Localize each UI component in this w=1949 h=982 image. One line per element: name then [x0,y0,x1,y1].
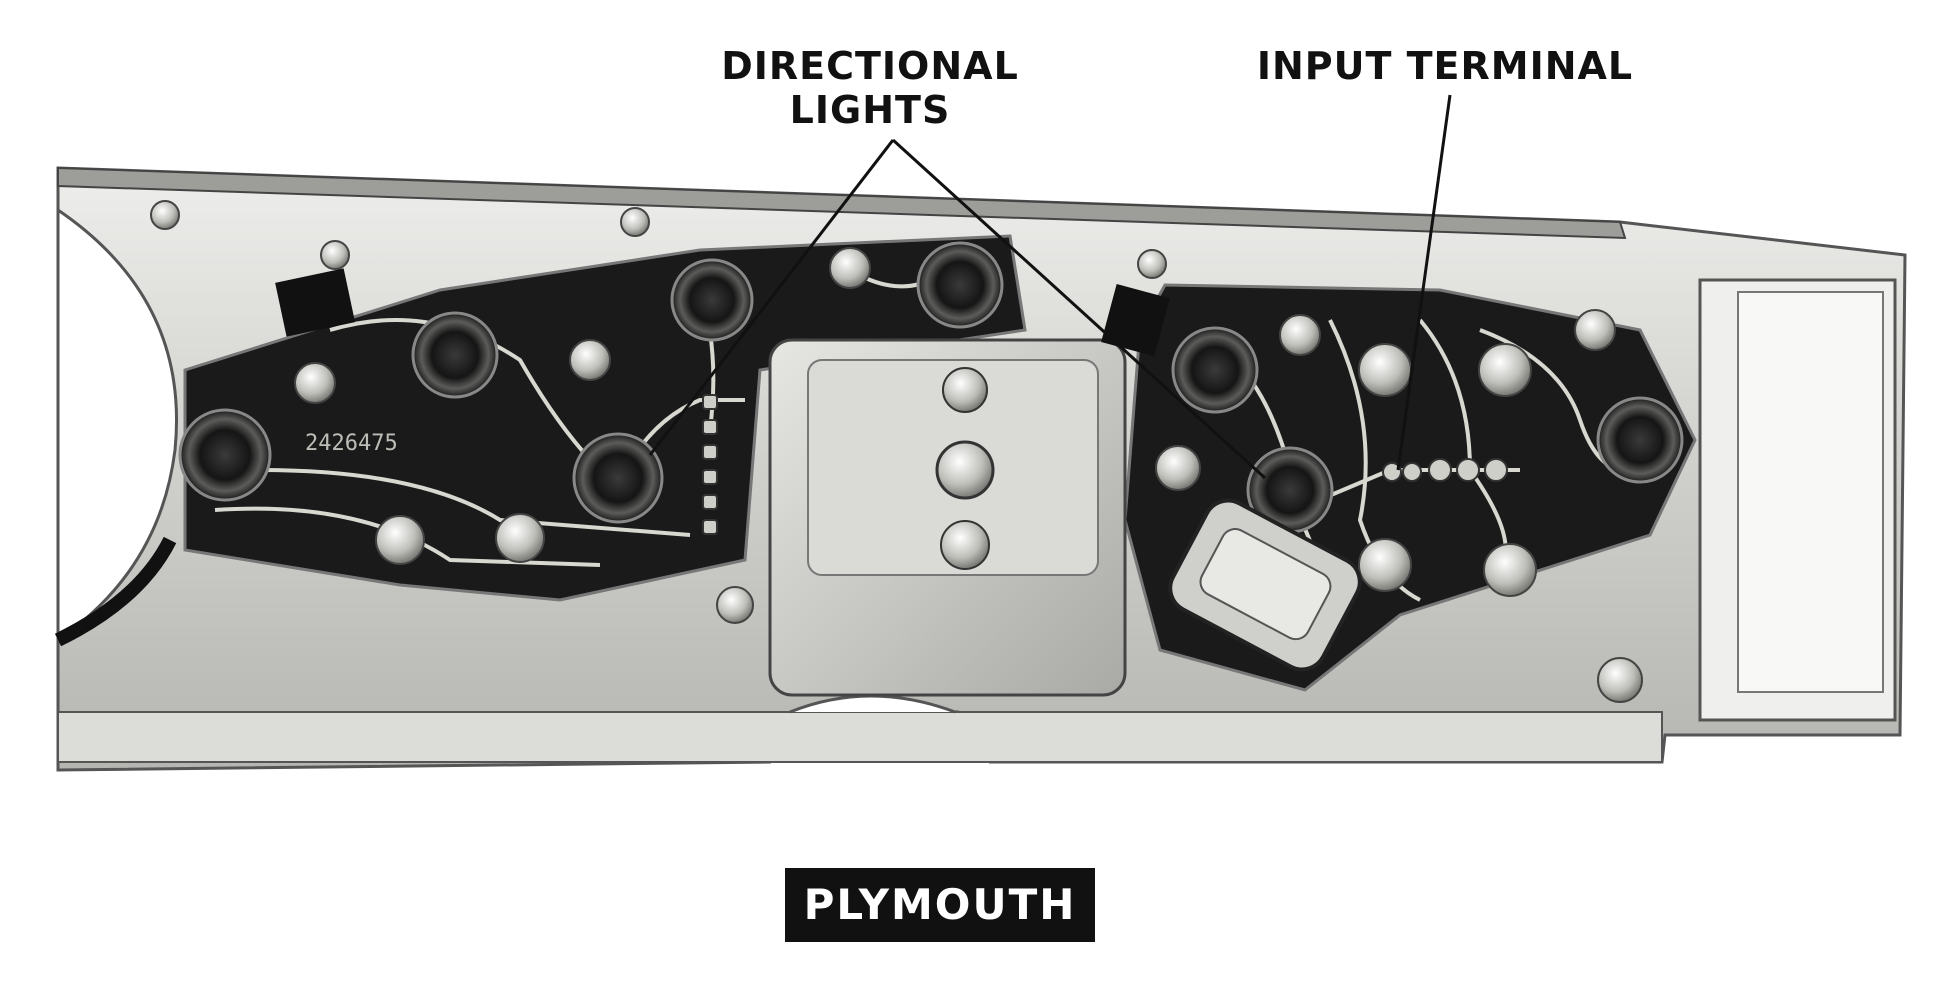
directional-lights-label: DIRECTIONAL LIGHTS [705,44,1035,132]
bulb-socket [1596,396,1684,484]
left-cutout [56,207,179,643]
cover-stud [935,440,995,500]
leader-directional-right [891,138,1267,480]
cover-screw-top [942,367,988,413]
left-connector-pins [702,394,718,535]
directional-lights-label-line1: DIRECTIONAL [721,44,1019,88]
left-circuit-board [183,234,1027,602]
right-bracket-window [1737,291,1884,693]
figure-caption: PLYMOUTH [785,868,1095,942]
leader-input-terminal [1396,94,1452,471]
bulb-socket [1171,326,1259,414]
part-number: 2426475 [305,431,398,456]
bulb-socket [670,258,754,342]
bulb-socket [411,311,499,399]
leader-lines [648,94,1452,480]
housing-top-lip [57,166,1627,240]
wire-clip [275,268,356,337]
cover-screw-bottom [940,520,990,570]
wire-clip [1101,284,1170,357]
directional-lights-label-line2: LIGHTS [789,88,951,132]
directional-light-socket [572,432,664,524]
left-wire [54,536,177,647]
housing-bottom-rail [57,711,1663,763]
bulb-socket [178,408,272,502]
connector-block-inner [1199,528,1332,641]
input-terminal-label: INPUT TERMINAL [1256,44,1634,88]
bulb-socket [916,241,1004,329]
input-terminal-pins [1382,458,1508,482]
screws [150,200,1643,703]
bulb-sockets [178,241,1684,534]
leader-directional-left [648,139,895,456]
